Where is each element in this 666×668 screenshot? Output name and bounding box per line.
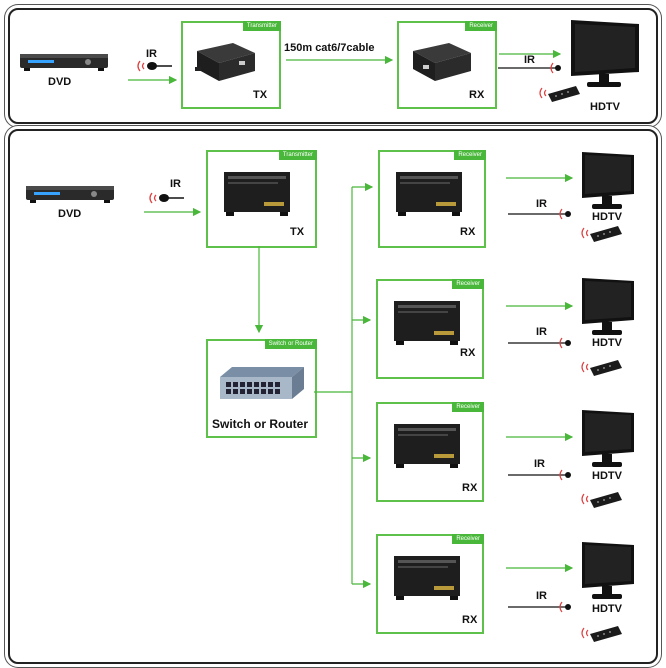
receiver-tag: Receiver (452, 279, 484, 289)
receiver-tag: Receiver (452, 534, 484, 544)
receiver-box: Receiver RX (376, 279, 484, 379)
cable-label: 150m cat6/7cable (284, 42, 375, 54)
dvd-label: DVD (48, 76, 72, 88)
bottom-signal-arrows (144, 173, 574, 589)
rx-label: RX (469, 89, 485, 101)
network-switch-icon (220, 367, 304, 399)
receiver-box: Receiver RX (397, 21, 497, 109)
rx-label: RX (460, 226, 476, 238)
receiver-tag: Receiver (465, 21, 497, 31)
hdtv-label: HDTV (592, 470, 622, 482)
rx-label: RX (462, 614, 478, 626)
switch-router-tag: Switch or Router (264, 339, 317, 349)
ir-receiver-dots (559, 208, 571, 613)
hdtv-monitor-icon (582, 278, 634, 335)
ir-out-label: IR (524, 54, 535, 66)
bottom-diagram-panel (8, 129, 658, 664)
transmitter-device-icon (224, 172, 290, 216)
top-signal-arrows (128, 49, 562, 85)
tx-label: TX (253, 89, 268, 101)
bottom-ir-lines (508, 213, 566, 608)
dvd-label: DVD (58, 208, 82, 220)
receiver-device-icon (413, 43, 471, 81)
transmitter-box: Transmitter TX (206, 150, 317, 248)
ir-label: IR (536, 590, 547, 602)
receiver-device-icon (394, 424, 460, 468)
transmitter-device-icon (195, 43, 255, 81)
hdtv-label: HDTV (592, 603, 622, 615)
hdtv-label: HDTV (592, 211, 622, 223)
receiver-box: Receiver RX (378, 150, 486, 248)
remote-control-icon (581, 492, 622, 508)
hdtv-monitor-icon (582, 410, 634, 467)
remote-control-icon (581, 226, 622, 242)
ir-label: IR (536, 198, 547, 210)
receiver-device-icon (396, 172, 462, 216)
ir-label: IR (170, 178, 181, 190)
transmitter-tag: Transmitter (242, 21, 281, 31)
receiver-box: Receiver RX (376, 534, 484, 634)
ir-sensor-icon (149, 192, 184, 204)
transmitter-box: Transmitter TX (181, 21, 281, 109)
dvd-player-icon (20, 54, 108, 71)
dvd-player-icon (26, 186, 114, 203)
top-diagram-panel (8, 8, 658, 124)
top-ir-line (498, 62, 561, 74)
switch-router-box: Switch or Router Switch or Router (206, 339, 317, 438)
receiver-tag: Receiver (452, 402, 484, 412)
receiver-device-icon (394, 301, 460, 345)
receiver-tag: Receiver (454, 150, 486, 160)
tx-label: TX (290, 226, 305, 238)
receiver-device-icon (394, 556, 460, 600)
remote-control-icon (539, 86, 580, 102)
hdtv-monitor-icon (571, 20, 639, 87)
ir-sensor-icon (137, 60, 172, 72)
receiver-box: Receiver RX (376, 402, 484, 502)
rx-label: RX (462, 482, 478, 494)
ir-label: IR (534, 458, 545, 470)
switch-router-label: Switch or Router (212, 417, 309, 431)
hdtv-label: HDTV (592, 337, 622, 349)
hdtv-monitor-icon (582, 152, 634, 209)
hdtv-label: HDTV (590, 101, 620, 113)
hdtv-monitor-icon (582, 542, 634, 599)
rx-label: RX (460, 347, 476, 359)
remote-control-icon (581, 626, 622, 642)
ir-label: IR (146, 48, 157, 60)
transmitter-tag: Transmitter (278, 150, 317, 160)
remote-control-icon (581, 360, 622, 376)
ir-label: IR (536, 326, 547, 338)
